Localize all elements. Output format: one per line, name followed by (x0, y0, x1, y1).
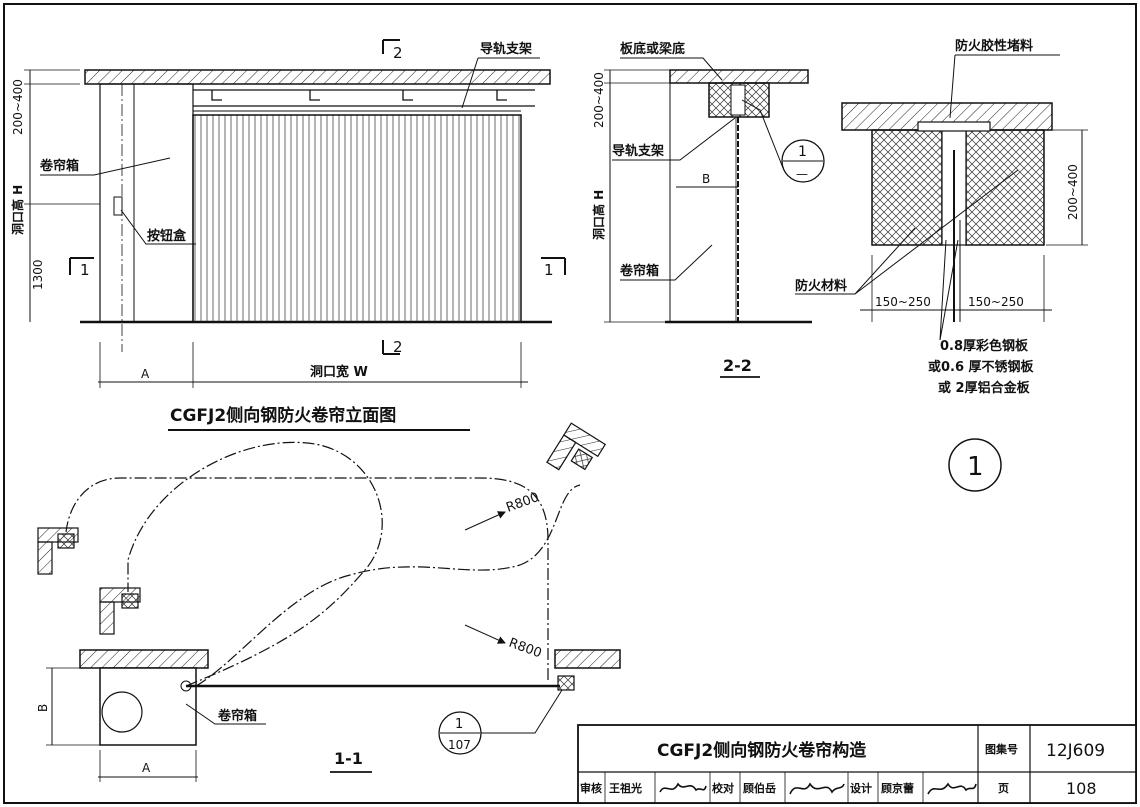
elevation-label-guide-bracket: 导轨支架 (480, 41, 532, 57)
detail1-note-2: 或0.6 厚不锈钢板 (928, 359, 1035, 375)
section22-label-box: 卷帘箱 (620, 263, 659, 279)
plan-1-1-view: R800 R800 B A 卷帘箱 1 107 1-1 (36, 422, 621, 782)
elevation-dim-a: A (141, 367, 150, 381)
detail1-left-insulation (871, 129, 943, 246)
page-label: 页 (998, 782, 1009, 795)
designer-signature (927, 782, 977, 795)
detail1-dim-left: 150~250 (875, 295, 931, 309)
drawing-title: CGFJ2侧向钢防火卷帘构造 (657, 740, 867, 761)
elevation-dim-height: 洞口高 H (10, 185, 25, 235)
plan11-box-position-2 (99, 587, 141, 635)
plan11-roll-drum (101, 691, 143, 733)
plan11-end-wall (554, 649, 621, 669)
check-label: 校对 (712, 781, 734, 795)
plan11-box-position-3 (546, 422, 607, 471)
elevation-section-mark-2-top: 2 (393, 44, 403, 62)
checker-signature (789, 782, 845, 795)
plan11-box-position-1 (37, 527, 79, 575)
elevation-view: 200~400 洞口高 H 1300 A 洞口宽 W 2 2 1 1 导轨支架 … (10, 39, 566, 431)
elevation-shutter-curtain (192, 114, 522, 323)
section22-title: 2-2 (723, 356, 752, 375)
plan11-callout-num: 1 (455, 717, 463, 732)
atlas-label: 图集号 (985, 742, 1018, 756)
atlas-number: 12J609 (1046, 741, 1105, 761)
detail1-right-insulation (965, 129, 1045, 246)
elevation-ceiling-slab (84, 69, 551, 85)
elevation-title: CGFJ2侧向钢防火卷帘立面图 (170, 405, 396, 426)
detail1-label-sealant: 防火胶性堵料 (955, 38, 1033, 54)
detail1-index-num: 1 (967, 452, 984, 482)
section22-dim-top: 200~400 (592, 72, 606, 128)
reviewer-signature (659, 782, 707, 793)
reviewer-name: 王祖光 (609, 781, 642, 795)
elevation-guide-bracket (193, 89, 535, 107)
section22-label-bracket: 导轨支架 (612, 143, 664, 159)
plan11-dim-b: B (36, 704, 50, 712)
plan11-curtain-path-3 (65, 477, 549, 680)
section22-callout-ref: — (796, 167, 808, 181)
plan11-radius-1: R800 (504, 490, 541, 516)
plan11-label-box: 卷帘箱 (218, 708, 257, 724)
designer-name: 顾京蕾 (881, 781, 914, 795)
elevation-dim-1300: 1300 (31, 259, 45, 290)
section22-dim-height: 洞口高 H (591, 190, 606, 240)
elevation-dim-width: 洞口宽 W (310, 364, 368, 380)
elevation-section-mark-1-left: 1 (80, 261, 90, 279)
elevation-button-box (113, 196, 123, 216)
elevation-label-box: 卷帘箱 (40, 158, 79, 174)
detail1-note-1: 0.8厚彩色钢板 (940, 338, 1029, 354)
elevation-label-button: 按钮盒 (147, 228, 187, 244)
plan11-dim-a: A (142, 761, 151, 775)
detail1-dim-right: 200~400 (1066, 164, 1080, 220)
design-label: 设计 (850, 781, 872, 795)
detail1-index-circle (948, 438, 1002, 492)
section22-ceiling-slab (669, 69, 809, 84)
section22-dim-b: B (702, 172, 710, 186)
plan11-callout-ref: 107 (448, 738, 471, 752)
section-2-2-view: B 200~400 洞口高 H 板底或梁底 导轨支架 卷帘箱 1 — 2-2 (591, 41, 825, 378)
page-number: 108 (1066, 779, 1097, 798)
elevation-section-mark-2-bottom: 2 (393, 338, 403, 356)
plan11-curtain-path-2 (195, 484, 581, 687)
elevation-section-mark-1-right: 1 (544, 261, 554, 279)
checker-name: 顾伯岳 (743, 781, 776, 795)
plan11-title: 1-1 (334, 749, 363, 768)
detail-1-view: 150~250 150~250 200~400 防火胶性堵料 防火材料 0.8厚… (795, 38, 1088, 492)
detail1-dim-right-bottom: 150~250 (968, 295, 1024, 309)
detail1-note-3: 或 2厚铝合金板 (938, 380, 1031, 396)
review-label: 审核 (580, 781, 602, 795)
section22-callout-num: 1 (798, 144, 807, 160)
sheet-border (3, 3, 1137, 804)
plan11-curtain-path-1 (127, 441, 383, 687)
plan11-radius-2: R800 (507, 636, 544, 662)
section22-label-slab: 板底或梁底 (620, 41, 685, 57)
plan11-wall (79, 649, 209, 669)
elevation-dim-top: 200~400 (11, 79, 25, 135)
title-block: CGFJ2侧向钢防火卷帘构造 图集号 12J609 审核 王祖光 校对 顾伯岳 … (577, 724, 1137, 804)
detail1-label-material: 防火材料 (795, 278, 847, 294)
